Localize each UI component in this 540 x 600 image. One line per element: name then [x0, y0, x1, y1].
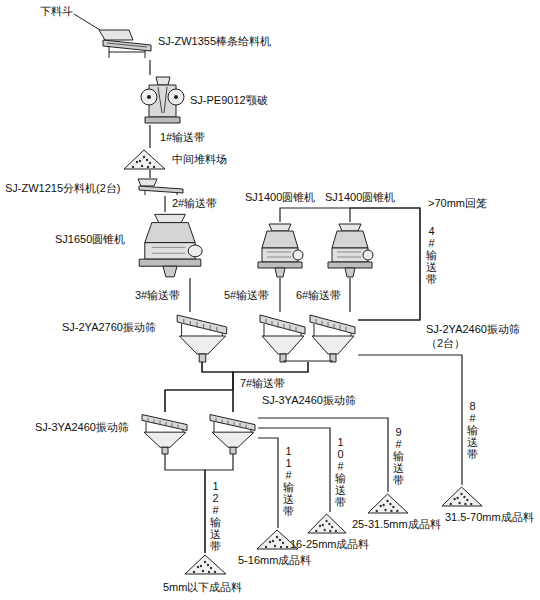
conveyor-label: 9#输送带: [393, 426, 404, 486]
equipment-label: SJ-3YA2460振动筛: [262, 393, 356, 407]
equipment-label: 31.5-70mm成品料: [445, 510, 534, 524]
conveyor-label: 3#输送带: [135, 288, 180, 302]
equipment-label: SJ-3YA2460振动筛: [35, 420, 129, 434]
conveyor-line: [164, 196, 165, 212]
note-label: >70mm回笼: [428, 196, 487, 210]
conveyor-line: [149, 60, 150, 75]
vibrating-screen-pair-art: [258, 312, 358, 362]
conveyor-label: 6#输送带: [296, 288, 341, 302]
vibrating-screen-art: [208, 412, 258, 454]
conveyor-line: [165, 362, 233, 412]
cone-crusher: SJ1400圆锥机: [255, 222, 305, 278]
conveyor-label: 4#输送带: [426, 225, 437, 285]
conveyor-line: [279, 278, 280, 312]
conveyor-line: [258, 418, 388, 492]
conveyor-label: 1#输送带: [160, 130, 205, 144]
conveyor-line: [349, 278, 350, 312]
stock-pile-art: [122, 148, 167, 170]
vibrating-screen: SJ-3YA2460振动筛: [208, 412, 258, 454]
product-pile-art: [440, 485, 484, 507]
distributor: SJ-ZW1215分料机(2台): [135, 178, 185, 196]
cone-crusher: SJ1400圆锥机: [325, 222, 375, 278]
conveyor-label: 11#输送带: [283, 445, 294, 518]
equipment-label: SJ-ZW1215分料机(2台): [5, 181, 121, 195]
equipment-label: SJ-PE9012颚破: [190, 93, 268, 107]
conveyor-line: [258, 438, 278, 528]
vibrating-screen-pair: SJ-2YA2460振动筛（2台）: [258, 312, 358, 362]
distributor-art: [135, 178, 185, 196]
equipment-label: SJ1400圆锥机: [325, 190, 395, 204]
vibrating-screen-art: [140, 412, 190, 454]
conveyor-line: [149, 170, 150, 178]
product-pile: 31.5-70mm成品料: [440, 485, 484, 507]
equipment-label: SJ-ZW1355棒条给料机: [158, 34, 271, 48]
jaw-crusher: SJ-PE9012颚破: [140, 75, 185, 125]
conveyor-line: [358, 355, 462, 485]
equipment-label: SJ-2YA2760振动筛: [62, 320, 156, 334]
vibrating-screen: SJ-3YA2460振动筛: [140, 412, 190, 454]
leader-line: [74, 14, 100, 30]
feeder-machine-art: [95, 28, 155, 60]
cone-crusher: SJ1650圆锥机: [135, 212, 205, 278]
equipment-label: 5-16mm成品料: [238, 553, 311, 567]
conveyor-label: 7#输送带: [240, 376, 285, 390]
equipment-label: SJ1650圆锥机: [55, 232, 125, 246]
equipment-label: 中间堆料场: [172, 152, 227, 166]
product-pile: 5mm以下成品料: [183, 553, 228, 575]
cone-crusher-art: [255, 222, 305, 278]
conveyor-line: [258, 428, 330, 512]
vibrating-screen-art: [175, 312, 230, 362]
jaw-crusher-art: [140, 75, 185, 125]
equipment-label: 16-25mm成品料: [290, 537, 369, 551]
conveyor-line: [189, 278, 190, 312]
equipment-label: 5mm以下成品料: [163, 580, 242, 594]
product-pile-art: [366, 492, 410, 514]
product-pile: 16-25mm成品料: [306, 512, 348, 534]
equipment-label: 25-31.5mm成品料: [352, 517, 441, 531]
conveyor-line: [149, 125, 150, 148]
feeder-machine: SJ-ZW1355棒条给料机: [95, 28, 155, 60]
conveyor-line: [202, 362, 233, 412]
equipment-label: SJ-2YA2460振动筛（2台）: [426, 322, 531, 350]
cone-crusher-art: [325, 222, 375, 278]
product-pile-art: [306, 512, 348, 534]
stock-pile: 中间堆料场: [122, 148, 167, 170]
cone-crusher-art: [135, 212, 205, 278]
conveyor-label: 12#输送带: [210, 480, 221, 553]
conveyor-line: [165, 454, 205, 553]
note-label: 下料斗: [40, 4, 73, 18]
conveyor-line: [205, 454, 233, 553]
conveyor-label: 8#输送带: [467, 400, 478, 460]
conveyor-label: 2#输送带: [172, 196, 217, 210]
equipment-label: SJ1400圆锥机: [245, 190, 315, 204]
conveyor-label: 10#输送带: [335, 436, 346, 509]
product-pile-art: [183, 553, 228, 575]
product-pile: 25-31.5mm成品料: [366, 492, 410, 514]
conveyor-label: 5#输送带: [224, 288, 269, 302]
vibrating-screen: SJ-2YA2760振动筛: [175, 312, 230, 362]
